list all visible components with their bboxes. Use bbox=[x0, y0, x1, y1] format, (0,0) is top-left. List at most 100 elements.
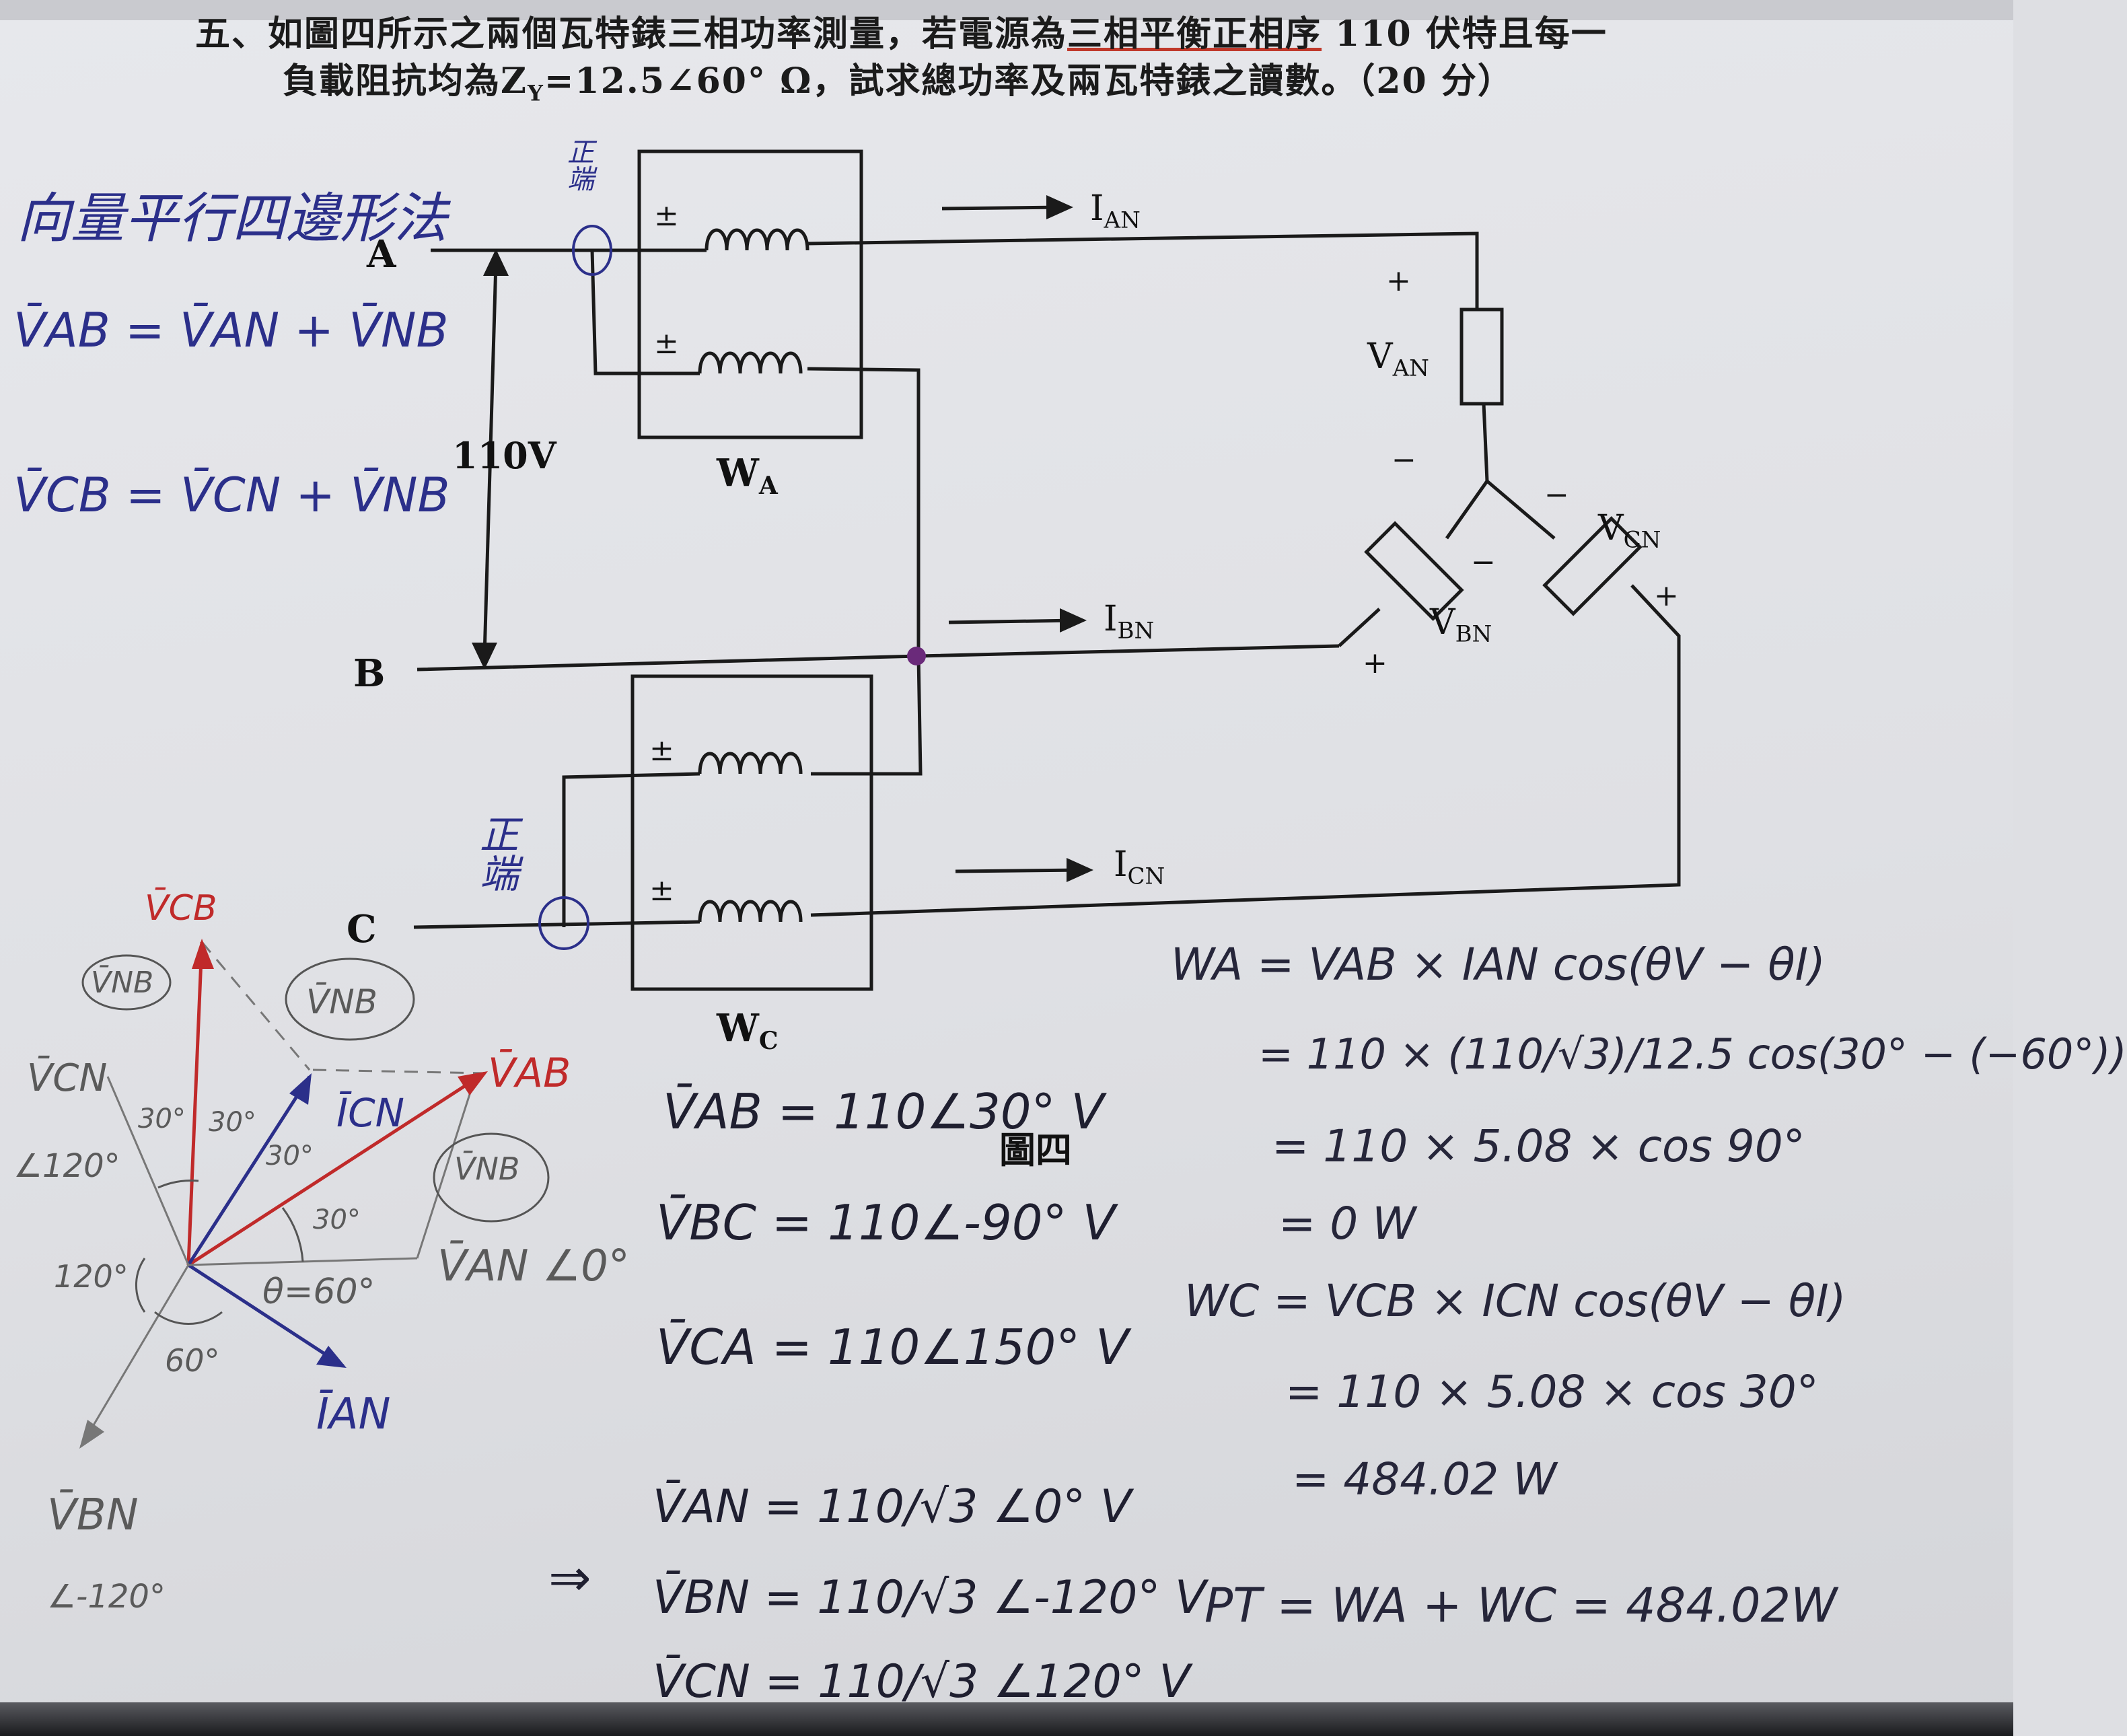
work-wa-4: = 0 W bbox=[1278, 1198, 1416, 1250]
work-wc-1: WC = VCB × ICN cos(θV − θI) bbox=[1184, 1275, 1846, 1327]
work-pt: PT = WA + WC = 484.02W bbox=[1204, 1578, 1838, 1633]
meter-wc-sub: C bbox=[758, 1027, 779, 1056]
work-arrow: ⇒ bbox=[548, 1548, 591, 1607]
phasor-label-vnb-2: V̄NB bbox=[306, 982, 377, 1021]
work-vca: V̄CA = 110∠150° V bbox=[656, 1319, 1129, 1375]
load-an bbox=[1459, 308, 1504, 406]
question-line-1: 五、如圖四所示之兩個瓦特錶三相功率測量，若電源為三相平衡正相序 110 伏特且每… bbox=[195, 5, 1608, 56]
pm-1: ± bbox=[654, 198, 679, 233]
minus-an: − bbox=[1392, 443, 1416, 477]
note-vab-eq: V̄AB = V̄AN + V̄NB bbox=[13, 303, 449, 358]
node-b-label: B bbox=[353, 651, 386, 696]
work-wc-3: = 484.02 W bbox=[1292, 1453, 1557, 1505]
v-an-sub: AN bbox=[1392, 355, 1429, 382]
v-an-main: V bbox=[1367, 336, 1393, 377]
i-an-main: I bbox=[1090, 188, 1104, 229]
i-cn-label: ICN bbox=[1114, 844, 1165, 890]
angle-120: 120° bbox=[54, 1258, 129, 1295]
phasor-label-vcb: V̄CB bbox=[145, 888, 217, 929]
i-bn-label: IBN bbox=[1104, 599, 1154, 644]
v-an-label: VAN bbox=[1367, 336, 1429, 382]
minus-cn: − bbox=[1544, 478, 1569, 512]
coil-wa-current bbox=[705, 228, 809, 251]
note-positive-2: 正端 bbox=[473, 814, 519, 892]
minus-bn: − bbox=[1471, 545, 1496, 579]
note-vcb-eq: V̄CB = V̄CN + V̄NB bbox=[13, 468, 450, 523]
meter-wa-sub: A bbox=[758, 472, 778, 501]
line-a-to-load bbox=[807, 231, 1479, 310]
phasor-vab bbox=[187, 1071, 486, 1267]
phasor-label-vnb-3: V̄NB bbox=[454, 1151, 520, 1187]
work-vab: V̄AB = 110∠30° V bbox=[663, 1083, 1104, 1140]
work-vcn: V̄CN = 110/√3 ∠120° V bbox=[653, 1655, 1190, 1708]
phasor-vcn bbox=[106, 1076, 190, 1266]
work-van: V̄AN = 110/√3 ∠0° V bbox=[653, 1480, 1132, 1533]
voltage-arrow bbox=[482, 262, 498, 657]
phasor-label-icn: ĪCN bbox=[336, 1090, 404, 1136]
line-b bbox=[417, 644, 1340, 672]
work-vbc: V̄BC = 110∠-90° V bbox=[656, 1194, 1116, 1251]
angle-60: 60° bbox=[165, 1342, 220, 1379]
i-an-sub: AN bbox=[1104, 207, 1141, 234]
angle-30-d: 30° bbox=[313, 1204, 361, 1235]
phasor-label-vbn-angle: ∠-120° bbox=[47, 1578, 166, 1616]
phasor-label-ian: ĪAN bbox=[316, 1389, 391, 1439]
plus-an: + bbox=[1386, 264, 1411, 298]
figure-label: 圖四 bbox=[999, 1128, 1072, 1171]
work-wc-2: = 110 × 5.08 × cos 30° bbox=[1285, 1366, 1819, 1418]
v-cn-sub: CN bbox=[1623, 526, 1661, 554]
page-top-edge bbox=[0, 0, 2013, 20]
work-wa-2: = 110 × (110/√3)/12.5 cos(30° − (−60°)) bbox=[1258, 1029, 2127, 1079]
angle-30-b: 30° bbox=[209, 1107, 256, 1138]
i-cn-main: I bbox=[1114, 844, 1128, 885]
meter-wa-label: WA bbox=[717, 451, 778, 500]
v-bn-label: VBN bbox=[1430, 602, 1492, 647]
phasor-label-vcn: V̄CN bbox=[27, 1056, 108, 1100]
meter-wc-main: W bbox=[717, 1006, 759, 1050]
plus-bn: + bbox=[1363, 646, 1387, 680]
plus-cn: + bbox=[1654, 579, 1679, 613]
i-bn-main: I bbox=[1104, 599, 1118, 639]
node-c-label: C bbox=[347, 907, 377, 951]
phasor-ian bbox=[187, 1263, 345, 1368]
node-a-label: A bbox=[367, 232, 396, 277]
phasor-label-van: V̄AN ∠0° bbox=[437, 1241, 630, 1291]
question-text-b: 110 伏特且每一 bbox=[1322, 13, 1608, 55]
meter-wa-main: W bbox=[717, 451, 759, 495]
note-method: 向量平行四邊形法 bbox=[17, 187, 447, 250]
phasor-vcb bbox=[186, 941, 204, 1266]
phasor-label-vbn: V̄BN bbox=[47, 1490, 139, 1540]
phasor-vbn bbox=[79, 1264, 190, 1447]
phasor-label-vab: V̄AB bbox=[488, 1050, 571, 1097]
pm-3: ± bbox=[649, 733, 674, 768]
pm-4: ± bbox=[649, 873, 674, 908]
load-bn bbox=[1364, 521, 1464, 621]
line-c-to-load bbox=[810, 584, 1681, 917]
angle-30-a: 30° bbox=[138, 1104, 186, 1134]
meter-wc-label: WC bbox=[717, 1006, 779, 1055]
phasor-label-vnb-1: V̄NB bbox=[91, 966, 154, 1000]
work-wa-1: WA = VAB × IAN cos(θV − θI) bbox=[1171, 939, 1826, 990]
question-line-2: 負載阻抗均為ZY=12.5∠60° Ω，試求總功率及兩瓦特錶之讀數。（20 分） bbox=[283, 52, 1514, 106]
wattmeter-a-box bbox=[637, 149, 863, 439]
work-vbn: V̄BN = 110/√3 ∠-120° V bbox=[653, 1571, 1206, 1624]
i-an-label: IAN bbox=[1090, 188, 1141, 233]
angle-30-c: 30° bbox=[266, 1141, 314, 1171]
circuit-diagram bbox=[79, 149, 1681, 1449]
load-cn bbox=[1542, 516, 1643, 616]
v-cn-main: V bbox=[1598, 508, 1624, 548]
v-bn-main: V bbox=[1430, 602, 1455, 643]
question-underlined: 三相平衡正相序 bbox=[1067, 13, 1322, 55]
i-bn-sub: BN bbox=[1117, 617, 1155, 645]
phasor-label-vcn-angle: ∠120° bbox=[13, 1147, 120, 1185]
angle-theta: θ=60° bbox=[262, 1272, 375, 1312]
voltage-label: 110V bbox=[452, 434, 556, 477]
wattmeter-c-box bbox=[630, 674, 873, 991]
phasor-icn bbox=[186, 1075, 312, 1266]
note-positive-1: 正端 bbox=[563, 138, 593, 192]
v-cn-label: VCN bbox=[1598, 508, 1661, 553]
question-text-d: =12.5∠60° Ω，試求總功率及兩瓦特錶之讀數。（20 分） bbox=[544, 61, 1514, 102]
coil-wc-current bbox=[698, 900, 803, 923]
page-bottom-shadow bbox=[0, 1702, 2013, 1736]
